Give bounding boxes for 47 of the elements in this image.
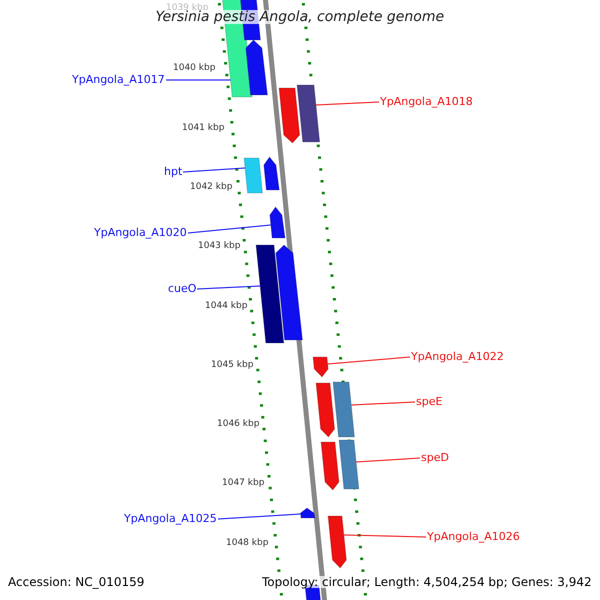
tick-label: 1040 kbp <box>173 64 216 73</box>
pointed-gene-bar <box>245 39 268 96</box>
tick-label: 1047 kbp <box>222 479 264 488</box>
leader-line <box>327 356 410 364</box>
leader-line <box>182 168 246 172</box>
tick-label: 1043 kbp <box>198 242 240 251</box>
pointed-gene-bar <box>312 356 329 378</box>
tick-label: 1044 kbp <box>205 302 248 311</box>
tick-label: 1048 kbp <box>226 539 268 548</box>
pointed-gene-bar <box>278 88 300 144</box>
gene-label: hpt <box>164 166 182 177</box>
gene-bar <box>332 382 356 438</box>
tick-label: 1041 kbp <box>182 124 224 133</box>
leader-line <box>218 514 302 520</box>
pointed-gene-bar <box>320 442 340 491</box>
tick-label: 1042 kbp <box>190 183 232 192</box>
gene-label: speD <box>421 452 449 463</box>
leader-line <box>356 458 420 462</box>
gene-label: speE <box>416 396 442 407</box>
gene-bar <box>255 244 284 344</box>
pointed-gene-bar <box>269 206 286 238</box>
gene-bar <box>338 440 360 490</box>
tick-label: 1039 kbp <box>166 4 208 13</box>
gene-bar <box>243 158 264 194</box>
pointed-gene-bar <box>263 156 280 190</box>
gene-bar <box>296 84 320 142</box>
leader-line <box>188 224 272 234</box>
accession-text: Accession: NC_010159 <box>8 576 144 588</box>
gene-label: cueO <box>168 283 196 294</box>
leader-line <box>196 286 261 290</box>
pointed-gene-bar <box>327 516 347 569</box>
gene-label: YpAngola_A1026 <box>427 531 520 542</box>
leader-line <box>316 102 380 106</box>
gene-label: YpAngola_A1017 <box>72 74 165 85</box>
tick-label: 1046 kbp <box>217 420 260 429</box>
pointed-gene-bar <box>315 382 336 438</box>
map-title: Yersinia pestis Angola, complete genome <box>156 10 444 24</box>
gene-label: YpAngola_A1018 <box>380 96 473 107</box>
topology-text: Topology: circular; Length: 4,504,254 bp; Genes: 3,942 <box>262 576 592 588</box>
tick-label: 1045 kbp <box>211 361 254 370</box>
pointed-gene-bar <box>275 244 304 340</box>
gene-label: YpAngola_A1025 <box>124 513 217 524</box>
gene-label: YpAngola_A1022 <box>411 351 504 362</box>
leader-line <box>343 534 426 538</box>
gene-label: YpAngola_A1020 <box>94 227 187 238</box>
pointed-gene-bar <box>300 507 316 518</box>
leader-line <box>350 402 416 406</box>
